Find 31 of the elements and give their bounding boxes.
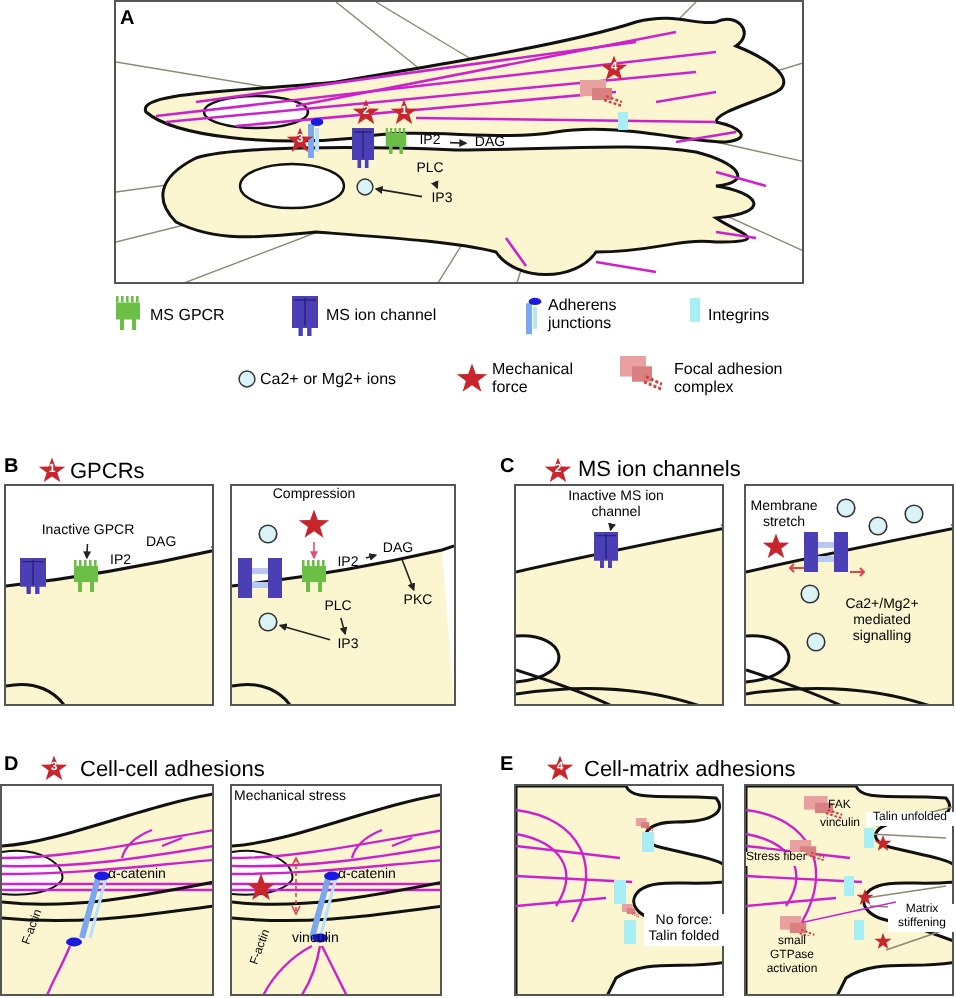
arrow [278, 623, 331, 641]
section-title: Cell-cell adhesions [80, 756, 265, 786]
arrow [374, 186, 423, 198]
ion-circle [258, 612, 278, 632]
legend-text: MS GPCR [150, 306, 225, 324]
legend-text: Mechanical force [492, 360, 575, 396]
legend-text: Focal adhesion complex [674, 360, 785, 396]
section-title: Cell-matrix adhesions [584, 756, 796, 786]
legend-text: Integrins [708, 306, 770, 324]
panel-letter: A [120, 6, 135, 34]
gpcr-icon [300, 560, 328, 592]
arrow [608, 522, 616, 532]
legend-text: Adherens junctions [548, 296, 619, 332]
panel-letter: B [4, 454, 19, 482]
panel-letter: C [500, 454, 515, 482]
arrow [83, 543, 92, 560]
legend-text: MS ion channel [326, 306, 437, 324]
section-title: GPCRs [70, 458, 145, 488]
arrow [339, 617, 348, 636]
arrow [310, 541, 318, 560]
gpcr-icon [72, 560, 100, 592]
arrow [431, 180, 439, 190]
panel-letter: D [4, 752, 19, 780]
legend-text: Ca2+ or Mg2+ ions [260, 370, 397, 388]
panel-letter: E [500, 752, 514, 780]
arrow [401, 559, 416, 592]
arrow [365, 553, 378, 561]
ion-circle [356, 178, 374, 196]
ion-channel-icon [594, 532, 618, 568]
arrow [449, 139, 468, 147]
section-title: MS ion channels [578, 456, 741, 486]
